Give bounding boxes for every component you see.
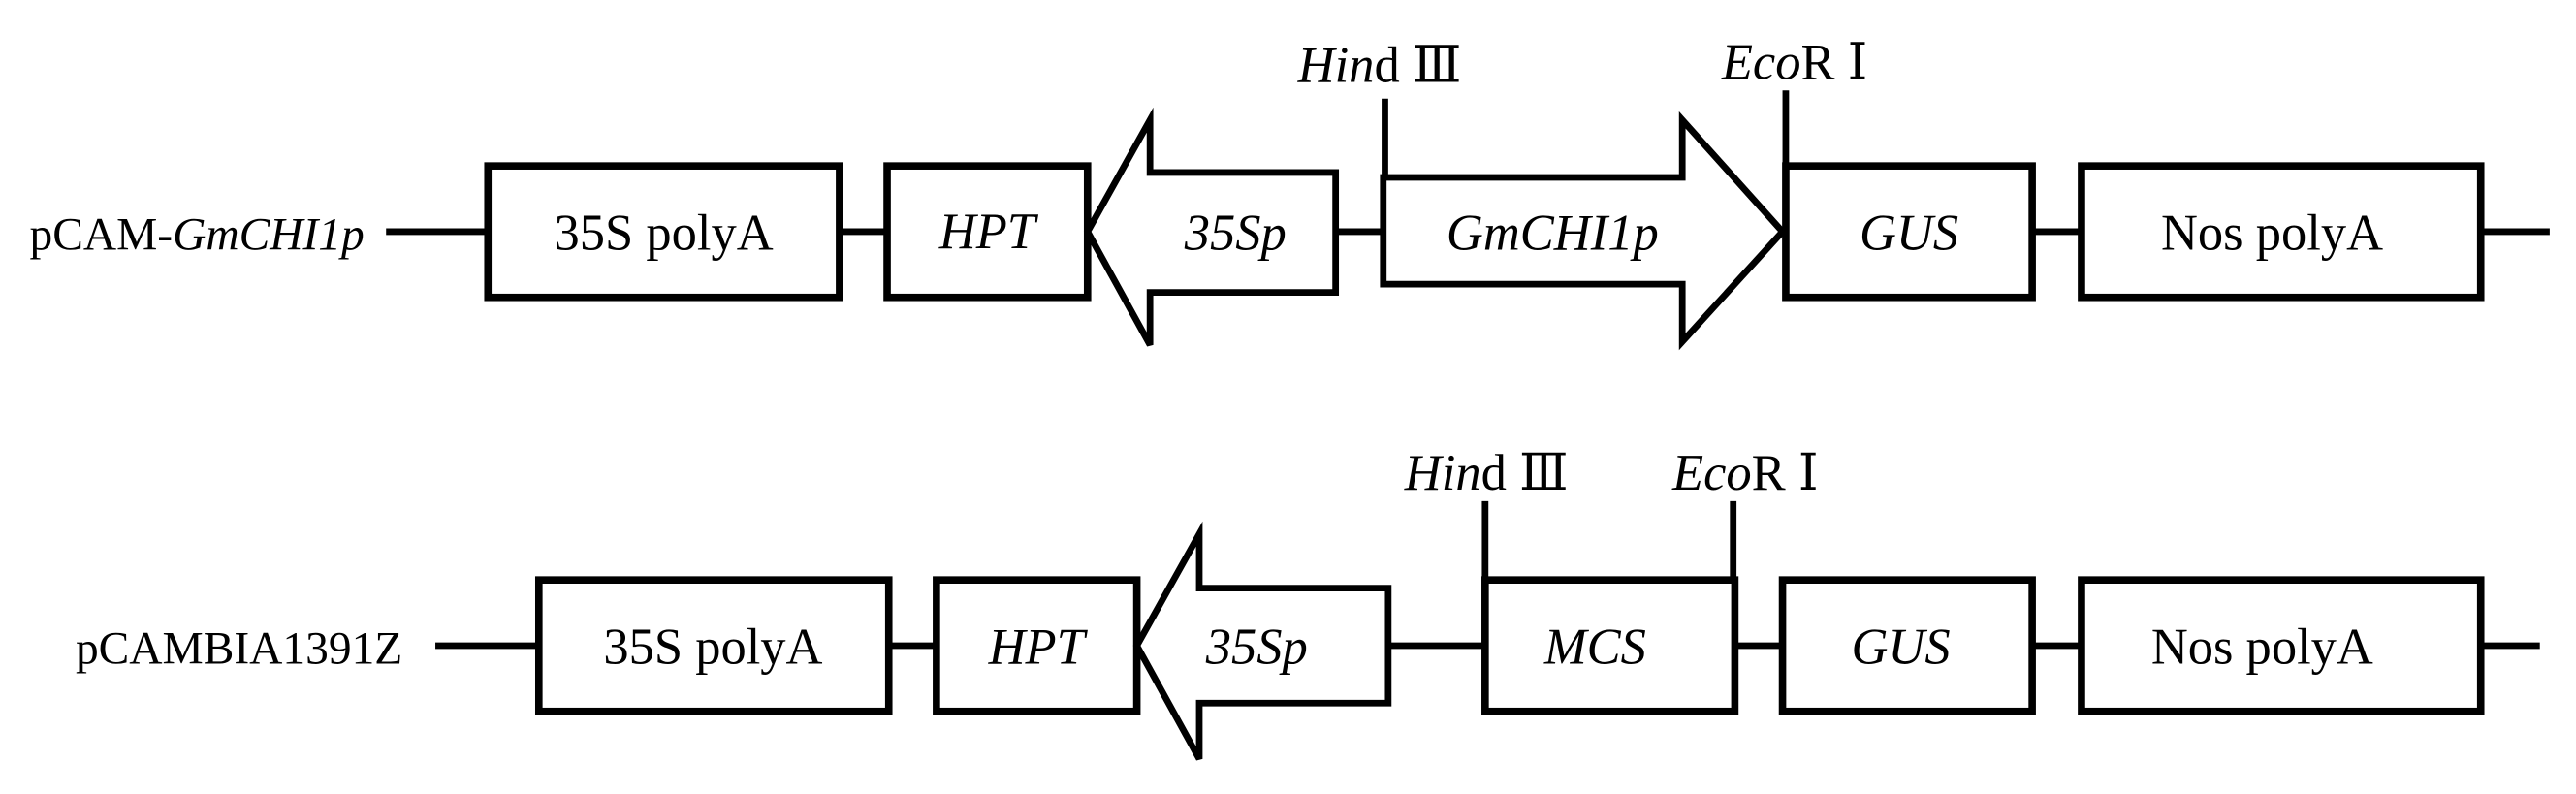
construct-name-gene: GmCHI1p [173, 210, 365, 261]
site-label-ecor: EcoR Ⅰ [1671, 445, 1819, 501]
site-label-hind-rest: d Ⅲ [1374, 38, 1461, 94]
site-label-ecor-italic: Eco [1671, 445, 1752, 501]
site-label-ecor: EcoR Ⅰ [1721, 34, 1868, 90]
label-35sp: 35Sp [1205, 619, 1308, 676]
label-hpt: HPT [988, 619, 1089, 676]
label-35sp: 35Sp [1184, 206, 1287, 262]
label-gus: GUS [1860, 206, 1958, 262]
site-label-hind-italic: Hin [1404, 445, 1481, 501]
site-label-hind: Hind Ⅲ [1297, 38, 1462, 94]
site-label-hind-italic: Hin [1297, 38, 1375, 94]
site-label-hind: Hind Ⅲ [1404, 445, 1569, 501]
construct-name: pCAM-GmCHI1p [30, 210, 365, 261]
site-label-hind-rest: d Ⅲ [1481, 445, 1569, 501]
box-gus [1778, 576, 2036, 715]
box-nos-polya [2078, 162, 2485, 302]
label-35s-polya: 35S polyA [555, 206, 774, 262]
construct-pcam-gmchi1p: pCAM-GmCHI1p 35S polyA HPT 35Sp GmCHI1p … [30, 34, 2550, 351]
label-nos-polya: Nos polyA [2151, 619, 2373, 676]
label-gus: GUS [1851, 619, 1950, 676]
arrow-gmchi1p-right [1380, 111, 1788, 351]
label-hpt: HPT [938, 204, 1039, 260]
label-35s-polya: 35S polyA [603, 619, 822, 676]
site-label-ecor-rest: R Ⅰ [1752, 445, 1819, 501]
construct-name-prefix: pCAMBIA1391Z [76, 624, 402, 675]
site-label-ecor-italic: Eco [1721, 34, 1801, 90]
construct-name-prefix: pCAM- [30, 210, 174, 261]
box-nos-polya [2078, 576, 2485, 715]
label-insert: GmCHI1p [1447, 206, 1659, 262]
label-nos-polya: Nos polyA [2161, 206, 2383, 262]
label-insert: MCS [1543, 619, 1646, 676]
construct-name: pCAMBIA1391Z [76, 624, 402, 675]
construct-pcambia1391z: pCAMBIA1391Z 35S polyA HPT 35Sp MCS Hind… [76, 445, 2540, 761]
site-label-ecor-rest: R Ⅰ [1801, 34, 1868, 90]
